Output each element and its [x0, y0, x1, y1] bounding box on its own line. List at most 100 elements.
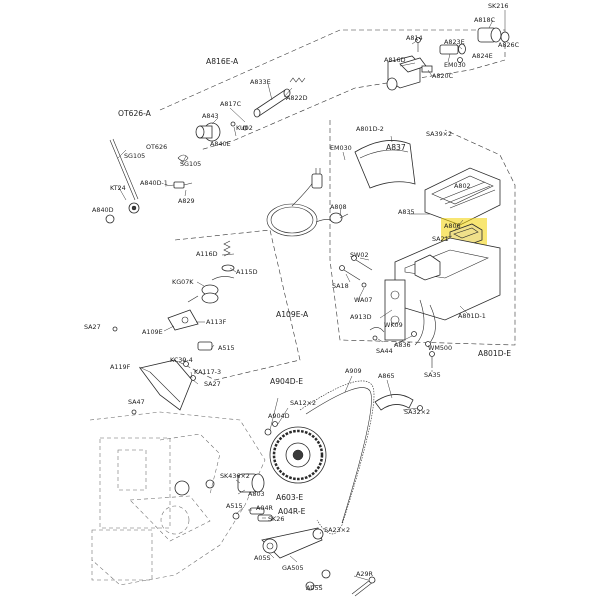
label-ga505: GA505	[282, 564, 304, 572]
label-em030-top: EM030	[444, 61, 466, 69]
label-a829: A829	[178, 197, 195, 205]
label-a515: A515	[218, 344, 235, 352]
label-wm500: WM500	[428, 344, 452, 352]
label-kg07k: KG07K	[172, 278, 194, 286]
label-a116d: A116D	[196, 250, 218, 258]
screws-sa27	[112, 326, 137, 415]
label-a803: A803	[248, 490, 265, 498]
group-frame-a801d-e	[329, 120, 516, 346]
pin-a04r	[232, 507, 273, 522]
pin-ot626	[109, 138, 189, 214]
leader-lines	[117, 39, 471, 587]
machine-frame-ghost	[91, 433, 221, 581]
label-kc39-4: KC39-4	[170, 356, 193, 364]
label-a113f: A113F	[206, 318, 227, 326]
group-frame-a816e	[159, 29, 506, 151]
label-wa07: WA07	[354, 296, 372, 304]
label-a109e: A109E	[142, 328, 163, 336]
plate-a119f	[139, 359, 193, 411]
collar-parts-a823e	[439, 43, 466, 63]
lever-ga505	[261, 527, 331, 591]
label-sa21: SA21	[432, 235, 449, 243]
label-a515-b: A515	[226, 502, 243, 510]
label-sk216: SK216	[488, 2, 508, 10]
label-sg105-a: SG105	[124, 152, 145, 160]
label-a802: A802	[454, 182, 471, 190]
screw-a829	[173, 181, 193, 189]
label-ka117-3: KA117-3	[194, 368, 221, 376]
label-a801d-e: A801D-E	[478, 349, 511, 358]
label-sa27-b: SA27	[204, 380, 221, 388]
label-a904d-e: A904D-E	[270, 377, 303, 386]
label-sk26: SK26	[268, 515, 284, 523]
label-a843: A843	[202, 112, 219, 120]
label-a115d: A115D	[236, 268, 258, 276]
label-wk09: WK09	[384, 321, 403, 329]
bracket-a801d-1	[384, 237, 501, 346]
pulley-a904d	[264, 421, 327, 484]
collar-a843	[195, 121, 248, 142]
power-cord-a808	[266, 168, 349, 237]
label-sa32x2: SA32×2	[404, 408, 430, 416]
cover-a837	[354, 140, 416, 189]
label-em030-mid: EM030	[330, 144, 352, 152]
label-a814: A814	[406, 34, 423, 42]
label-a826c: A826C	[498, 41, 520, 49]
spring-a822d	[289, 77, 306, 83]
cover-a865	[374, 394, 423, 411]
label-sk436x2: SK436×2	[220, 472, 250, 480]
label-ot626: OT626	[146, 143, 167, 151]
motor-plate-a802	[424, 167, 501, 226]
label-a05s-b: A05S	[306, 584, 323, 592]
label-a823e: A823E	[444, 38, 465, 46]
shaft-a833e	[253, 88, 291, 118]
bearing-assembly-a818c	[477, 10, 510, 43]
part-labels: SK216 A818C A826C A814 A823E A824E EM030…	[84, 2, 520, 592]
label-sa44: SA44	[376, 347, 393, 355]
label-a865: A865	[378, 372, 395, 380]
label-a913d: A913D	[350, 313, 372, 321]
clamp-a836	[369, 327, 431, 347]
label-sa27-a: SA27	[84, 323, 101, 331]
label-a801d-1: A801D-1	[458, 312, 486, 320]
label-a836: A836	[394, 341, 411, 349]
label-a909: A909	[345, 367, 362, 375]
tension-assembly-a109e	[167, 240, 235, 381]
label-a840d: A840D	[92, 206, 114, 214]
label-ku02: KU02	[236, 124, 253, 132]
label-a816e-a: A816E-A	[206, 57, 239, 66]
label-a820c: A820C	[432, 72, 454, 80]
label-a806: A806	[444, 222, 461, 230]
label-sa47: SA47	[128, 398, 145, 406]
label-a840d-1: A840D-1	[140, 179, 168, 187]
label-sg105-b: SG105	[180, 160, 201, 168]
label-sa39x2: SA39×2	[426, 130, 452, 138]
label-sa12x2: SA12×2	[290, 399, 316, 407]
label-a817c: A817C	[220, 100, 242, 108]
label-a801d-2: A801D-2	[356, 125, 384, 133]
block-a816d	[386, 55, 433, 91]
label-sa35: SA35	[424, 371, 441, 379]
label-sa18: SA18	[332, 282, 349, 290]
label-a119f: A119F	[110, 363, 131, 371]
label-ot626-a: OT626-A	[118, 109, 152, 118]
label-a840e: A840E	[210, 140, 231, 148]
label-a603-e: A603-E	[276, 493, 303, 502]
label-a04r-e: A04R-E	[278, 507, 306, 516]
screws-sa35	[429, 351, 435, 368]
label-a824e: A824E	[472, 52, 493, 60]
label-a04r: A04R	[256, 504, 274, 512]
label-a109e-a: A109E-A	[276, 310, 309, 319]
pin-a29r	[351, 576, 376, 597]
label-a808: A808	[330, 203, 347, 211]
label-sa23x2: SA23×2	[324, 526, 350, 534]
label-sw02: SW02	[350, 251, 369, 259]
group-frame-a109e	[174, 229, 301, 381]
group-frame-frame-lower	[89, 411, 266, 586]
label-a05s: A05S	[254, 554, 271, 562]
washer-a840d	[105, 214, 115, 224]
label-a833e: A833E	[250, 78, 271, 86]
label-kt24: KT24	[110, 184, 126, 192]
screws-sw02	[339, 255, 373, 288]
